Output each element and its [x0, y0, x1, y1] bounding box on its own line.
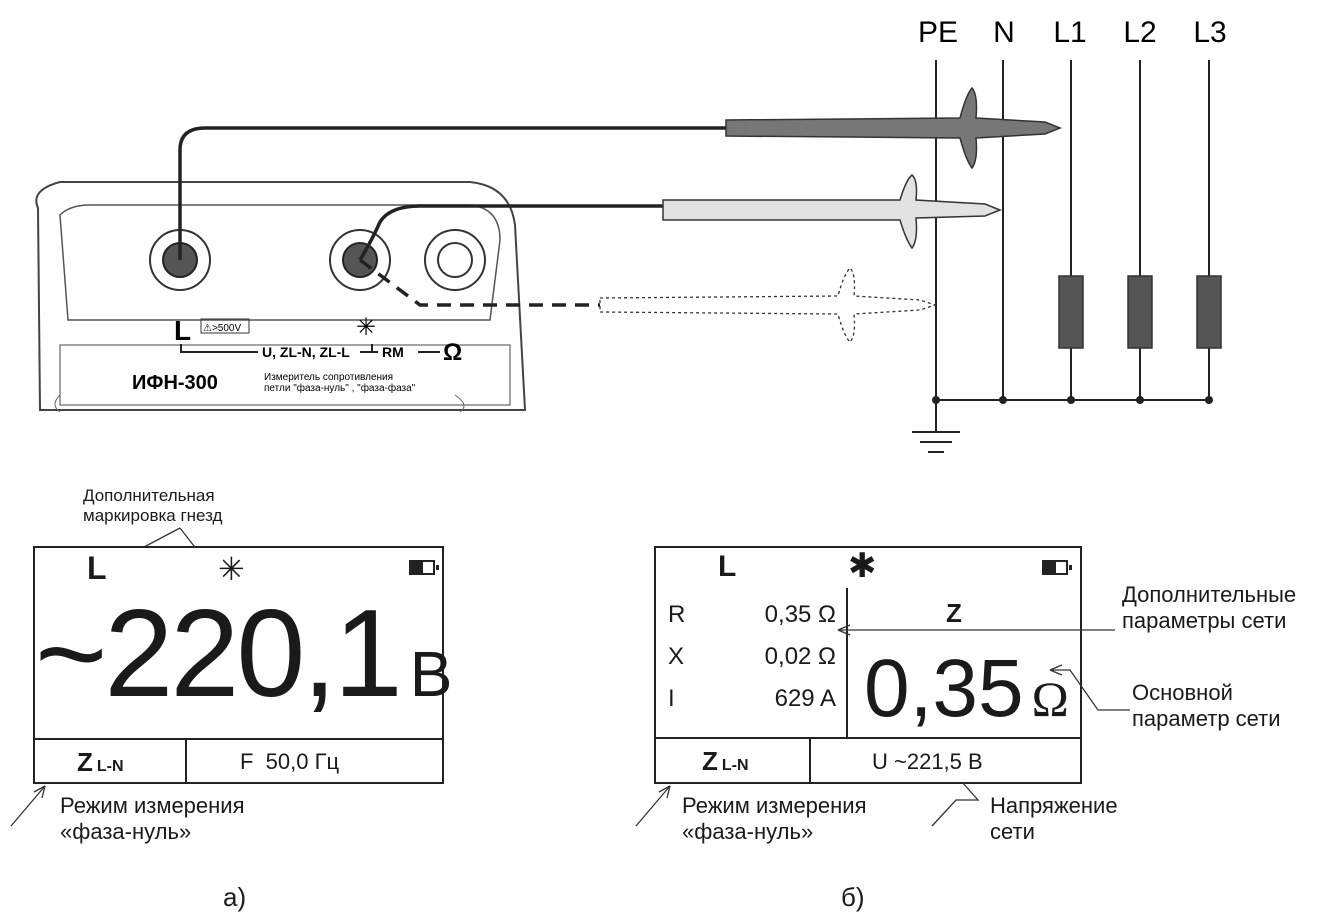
screen-b-note: Режим измерения «фаза-нуль» — [682, 793, 867, 844]
screen-b-bottom-col-divider — [809, 737, 811, 782]
annotation-main-param: Основной параметр сети — [1132, 680, 1281, 731]
annotation-extra-params: Дополнительные параметры сети — [1122, 582, 1297, 633]
screen-b-voltage: U ~221,5 В — [872, 749, 983, 774]
screen-a-main-value: ~220,1 — [35, 585, 403, 723]
param-value-x: 0,02 Ω — [764, 643, 836, 670]
conductor-label-l1: L1 — [1053, 16, 1086, 49]
caption-b: б) — [841, 882, 865, 912]
param-name-r: R — [668, 601, 686, 628]
device-desc-line1: Измеритель сопротивления — [264, 372, 393, 383]
lead-wire-1 — [178, 126, 726, 260]
screen-a-main-unit: В — [409, 638, 453, 710]
conductor-label-l2: L2 — [1123, 16, 1156, 49]
mode-arrow-a — [10, 785, 46, 827]
device-modes-u: U, ZL-N, ZL-L — [262, 344, 350, 360]
screen-a-mark-l: L — [87, 550, 107, 586]
load-resistors — [1058, 275, 1222, 349]
device-label-l: L — [174, 315, 191, 346]
screen-b-mark-star: ✱ — [848, 547, 877, 585]
socket-omega — [424, 229, 486, 291]
device-label-star: ✳ — [356, 314, 376, 341]
param-name-i: I — [668, 685, 675, 712]
screen-a-divider — [35, 738, 442, 740]
probe-2 — [662, 174, 1003, 250]
screen-b-mark-l: L — [718, 550, 737, 583]
annotation-voltage: Напряжение сети — [990, 793, 1118, 844]
param-value-i: 629 A — [774, 685, 836, 712]
battery-icon — [1042, 560, 1072, 575]
screen-b-param-names: R X I — [668, 594, 685, 720]
screen-b-main-unit: Ω — [1031, 671, 1069, 727]
mode-arrow-b — [635, 785, 671, 827]
device-warning: ⚠>500V — [203, 323, 241, 334]
screen-a-frequency: F 50,0 Гц — [240, 749, 340, 774]
screen-b-param-values: 0,35 Ω 0,02 Ω 629 A — [716, 594, 836, 720]
annotation-arrows-b — [837, 624, 1130, 711]
screen-a-mark-star: ✳ — [218, 551, 245, 587]
param-value-r: 0,35 Ω — [764, 601, 836, 628]
voltage-arrow-b — [931, 781, 980, 827]
screen-b-col-divider — [846, 588, 848, 737]
conductor-label-n: N — [993, 16, 1015, 49]
param-name-x: X — [668, 643, 685, 670]
device-model: ИФН-300 — [132, 372, 218, 394]
lead-wire-2 — [358, 204, 663, 261]
wiring-diagram: PE N L1 L2 L3 — [35, 16, 1227, 453]
conductor-label-pe: PE — [918, 16, 958, 49]
conductor-label-l3: L3 — [1193, 16, 1226, 49]
screen-b-param-name: Z — [946, 598, 962, 628]
device-modes-omega: Ω — [443, 339, 462, 366]
screen-a-col-divider — [185, 738, 187, 782]
screen-b-main-value: 0,35 — [864, 643, 1024, 734]
probe-dashed — [599, 267, 938, 343]
caption-a: а) — [223, 882, 247, 912]
battery-icon — [409, 560, 439, 575]
device-modes-rm: RM — [382, 344, 404, 360]
junction-dots — [932, 396, 1213, 404]
device-desc-line2: петли "фаза-нуль" , "фаза-фаза" — [264, 382, 416, 394]
lead-wire-dashed — [358, 258, 600, 307]
annotation-socket-marking: Дополнительная маркировка гнезд — [83, 486, 223, 525]
probe-1 — [725, 86, 1063, 170]
screen-a-note: Режим измерения «фаза-нуль» — [60, 793, 245, 844]
screen-b-divider — [656, 737, 1080, 739]
